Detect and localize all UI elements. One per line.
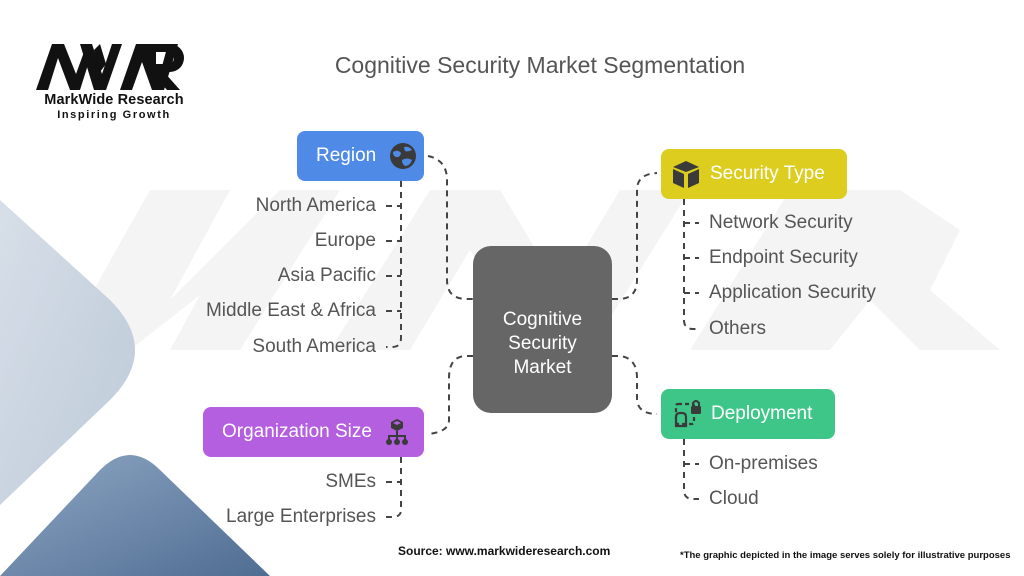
mwr-logo-mark-icon bbox=[36, 44, 184, 90]
center-node-line: Security bbox=[508, 332, 577, 354]
connector-region-center bbox=[427, 155, 473, 300]
secure-deployment-lock-icon bbox=[671, 397, 705, 431]
segment-organization-size: Organization Size bbox=[203, 407, 424, 457]
segment-deployment: Deployment bbox=[661, 389, 835, 439]
brand-name: MarkWide Research bbox=[44, 92, 184, 108]
region-item: Europe bbox=[314, 230, 376, 251]
region-item: South America bbox=[252, 336, 376, 357]
deployment-item: Cloud bbox=[709, 488, 759, 509]
connector-org-center bbox=[427, 355, 473, 435]
org-hierarchy-icon bbox=[380, 415, 414, 449]
segment-region-label: Region bbox=[316, 145, 377, 166]
brand-logo: MarkWide Research Inspiring Growth bbox=[34, 40, 194, 122]
connector-security-center bbox=[612, 172, 658, 300]
segment-deployment-label: Deployment bbox=[711, 403, 813, 424]
disclaimer-note: *The graphic depicted in the image serve… bbox=[680, 550, 1011, 561]
connector-deployment-items bbox=[683, 439, 699, 500]
connector-deployment-center bbox=[612, 355, 658, 415]
globe-icon bbox=[386, 139, 420, 173]
security-type-item: Application Security bbox=[709, 282, 876, 303]
region-item: Middle East & Africa bbox=[205, 300, 376, 321]
organization-size-item: Large Enterprises bbox=[226, 506, 376, 527]
segment-security-type: Security Type bbox=[661, 149, 847, 199]
security-type-item: Network Security bbox=[709, 212, 853, 233]
center-node-line: Market bbox=[513, 356, 572, 378]
segment-security-type-label: Security Type bbox=[710, 163, 825, 184]
center-node-line: Cognitive bbox=[502, 308, 583, 330]
segment-region: Region bbox=[297, 131, 424, 181]
source-credit: Source: www.markwideresearch.com bbox=[398, 544, 611, 558]
bg-shape-light bbox=[0, 200, 135, 505]
cube-icon bbox=[669, 157, 703, 191]
region-item: Asia Pacific bbox=[277, 265, 376, 286]
connector-region-items bbox=[386, 181, 402, 348]
organization-size-item: SMEs bbox=[325, 471, 376, 492]
deployment-item: On-premises bbox=[709, 453, 818, 474]
security-type-item: Endpoint Security bbox=[709, 247, 858, 268]
segment-organization-size-label: Organization Size bbox=[222, 421, 372, 442]
brand-tagline: Inspiring Growth bbox=[57, 109, 171, 121]
center-node: Cognitive Security Market bbox=[473, 246, 612, 413]
connector-org-items bbox=[386, 457, 402, 518]
region-item: North America bbox=[255, 195, 376, 216]
page-title: Cognitive Security Market Segmentation bbox=[334, 52, 746, 78]
security-type-item: Others bbox=[709, 318, 767, 339]
connector-security-items bbox=[683, 199, 699, 330]
